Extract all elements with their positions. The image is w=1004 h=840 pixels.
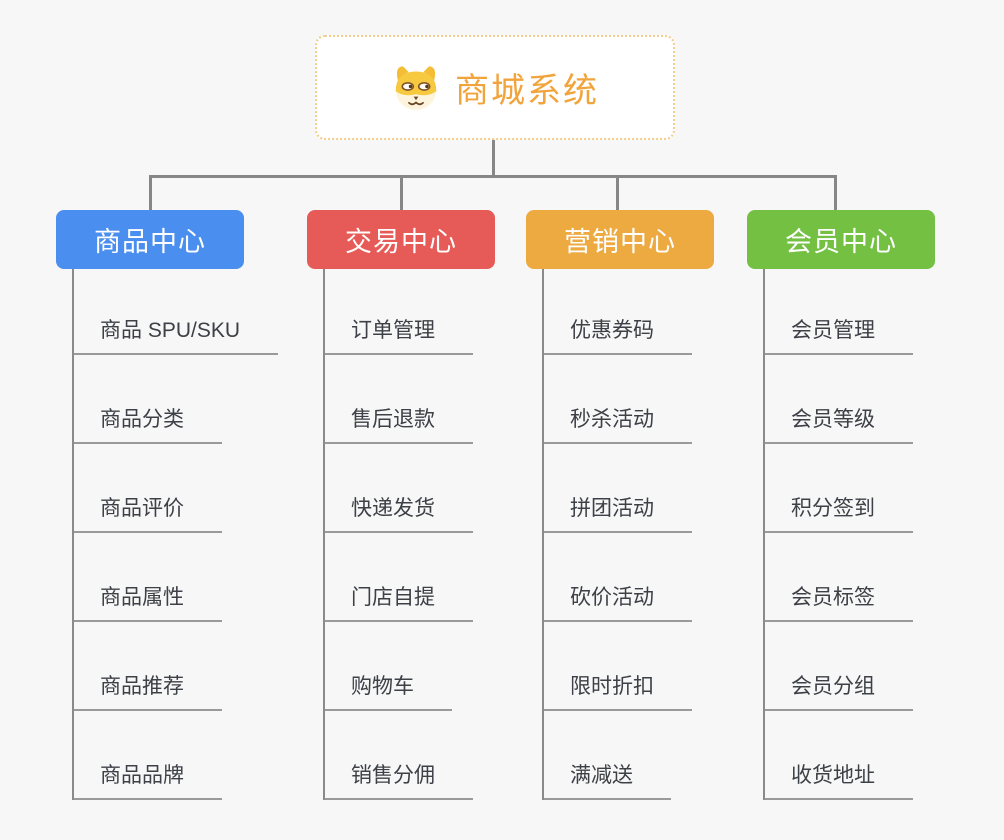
connector-branch-stub — [400, 175, 403, 211]
topic-node[interactable]: 会员分组 — [765, 622, 935, 711]
topic-node[interactable]: 商品品牌 — [74, 711, 244, 800]
topic-node[interactable]: 会员标签 — [765, 533, 935, 622]
branch-members: 会员中心 会员管理 会员等级 积分签到 会员标签 会员分组 收货地址 — [747, 210, 935, 800]
topic-node[interactable]: 满减送 — [544, 711, 714, 800]
dog-face-icon — [395, 65, 437, 110]
branch-header-members[interactable]: 会员中心 — [747, 210, 935, 269]
topic-node[interactable]: 商品属性 — [74, 533, 244, 622]
connector-branch-stub — [149, 175, 152, 211]
topic-node[interactable]: 优惠券码 — [544, 269, 714, 355]
topic-node[interactable]: 售后退款 — [325, 355, 495, 444]
topic-node[interactable]: 商品分类 — [74, 355, 244, 444]
branch-products: 商品中心 商品 SPU/SKU 商品分类 商品评价 商品属性 商品推荐 商品品牌 — [56, 210, 279, 800]
branch-header-products[interactable]: 商品中心 — [56, 210, 244, 269]
topic-node[interactable]: 会员管理 — [765, 269, 935, 355]
branch-header-trade[interactable]: 交易中心 — [307, 210, 495, 269]
connector-root-stem — [492, 140, 495, 176]
branch-items-marketing: 优惠券码 秒杀活动 拼团活动 砍价活动 限时折扣 满减送 — [542, 269, 714, 800]
branch-marketing: 营销中心 优惠券码 秒杀活动 拼团活动 砍价活动 限时折扣 满减送 — [526, 210, 714, 800]
topic-node[interactable]: 积分签到 — [765, 444, 935, 533]
topic-node[interactable]: 会员等级 — [765, 355, 935, 444]
topic-node[interactable]: 商品评价 — [74, 444, 244, 533]
topic-node[interactable]: 快递发货 — [325, 444, 495, 533]
connector-branch-stub — [834, 175, 837, 211]
branch-header-marketing[interactable]: 营销中心 — [526, 210, 714, 269]
branch-items-trade: 订单管理 售后退款 快递发货 门店自提 购物车 销售分佣 — [323, 269, 495, 800]
topic-node[interactable]: 购物车 — [325, 622, 495, 711]
root-title: 商城系统 — [455, 72, 599, 110]
connector-horizontal-bar — [149, 175, 837, 178]
branch-items-products: 商品 SPU/SKU 商品分类 商品评价 商品属性 商品推荐 商品品牌 — [72, 269, 279, 800]
topic-node[interactable]: 秒杀活动 — [544, 355, 714, 444]
topic-node[interactable]: 砍价活动 — [544, 533, 714, 622]
topic-node[interactable]: 限时折扣 — [544, 622, 714, 711]
topic-node[interactable]: 订单管理 — [325, 269, 495, 355]
connector-branch-stub — [616, 175, 619, 211]
root-node[interactable]: 商城系统 — [315, 35, 675, 140]
topic-node[interactable]: 拼团活动 — [544, 444, 714, 533]
branch-trade: 交易中心 订单管理 售后退款 快递发货 门店自提 购物车 销售分佣 — [307, 210, 495, 800]
topic-node[interactable]: 销售分佣 — [325, 711, 495, 800]
topic-node[interactable]: 收货地址 — [765, 711, 935, 800]
topic-node[interactable]: 门店自提 — [325, 533, 495, 622]
topic-node[interactable]: 商品 SPU/SKU — [74, 269, 279, 355]
topic-node[interactable]: 商品推荐 — [74, 622, 244, 711]
branch-items-members: 会员管理 会员等级 积分签到 会员标签 会员分组 收货地址 — [763, 269, 935, 800]
